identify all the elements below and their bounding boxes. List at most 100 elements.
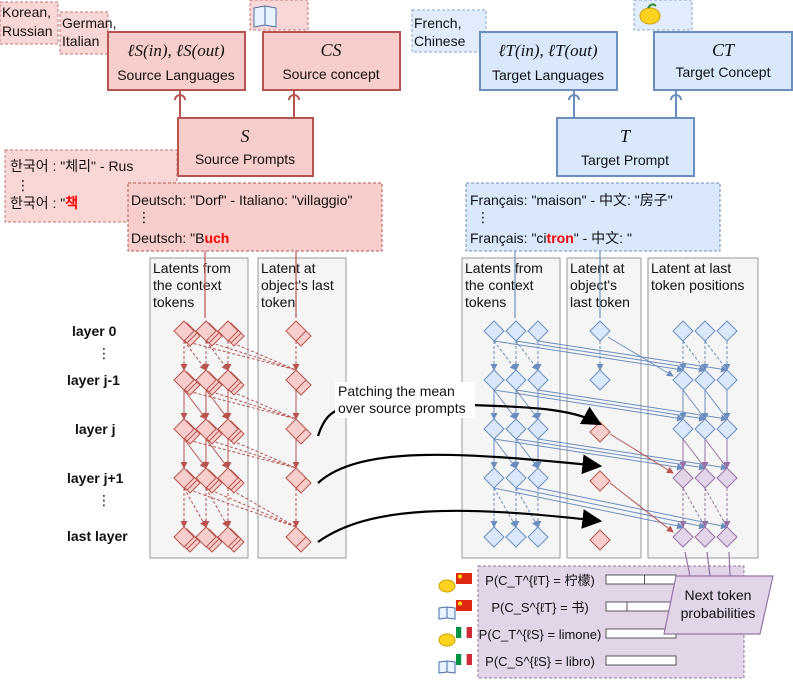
book-icon <box>438 660 456 674</box>
latent-node <box>217 320 239 342</box>
svg-text:Latent at: Latent at <box>261 260 316 276</box>
latent-node <box>505 369 527 391</box>
svg-text:Source Prompts: Source Prompts <box>195 151 295 167</box>
latent-edge <box>682 438 706 469</box>
svg-text:⋮: ⋮ <box>476 209 490 225</box>
target-language-note: French, Chinese <box>411 9 487 53</box>
output-latent-node <box>716 369 738 391</box>
svg-text:CT: CT <box>712 40 736 60</box>
latent-edge <box>704 487 728 528</box>
latent-edge <box>493 389 684 422</box>
german-prompt-panel: Deutsch: "Dorf" - Italiano: "villaggio" … <box>127 182 383 252</box>
output-latent-node <box>672 526 694 548</box>
output-latent-node <box>716 467 738 489</box>
probability-label: P(C_T^{ℓT} = 柠檬) <box>485 573 595 588</box>
latent-edge <box>183 340 297 371</box>
italy-flag-icon <box>456 654 472 665</box>
svg-text:ℓT(in), ℓT(out): ℓT(in), ℓT(out) <box>498 41 598 60</box>
latent-node <box>483 418 505 440</box>
svg-text:⋮: ⋮ <box>137 209 151 225</box>
latent-node <box>505 418 527 440</box>
latent-edge <box>493 487 684 530</box>
latent-edge <box>704 389 728 420</box>
latent-node <box>483 320 505 342</box>
svg-text:T: T <box>620 126 632 146</box>
latent-edge <box>515 389 539 420</box>
probability-bar <box>605 655 677 666</box>
svg-text:⋮: ⋮ <box>16 177 30 193</box>
svg-text:Chinese: Chinese <box>414 33 466 49</box>
svg-text:Deutsch: "Dorf" - Italiano: "v: Deutsch: "Dorf" - Italiano: "villaggio" <box>131 192 352 208</box>
output-latent-node <box>694 418 716 440</box>
patched-latent-node <box>589 421 611 443</box>
latent-node <box>173 369 195 391</box>
svg-text:Latent at last: Latent at last <box>651 260 731 276</box>
latent-edge <box>515 487 706 530</box>
svg-text:layer j+1: layer j+1 <box>67 470 124 486</box>
latent-edge <box>493 340 684 373</box>
svg-text:한국어 : "체리" - Rus: 한국어 : "체리" - Rus <box>10 158 133 174</box>
svg-text:object's last: object's last <box>261 277 334 293</box>
layer-labels: layer 0 ⋮ layer j-1 layer j layer j+1 ⋮ … <box>67 323 128 544</box>
svg-text:Français: "maison" - 中文: "房子": Français: "maison" - 中文: "房子" <box>470 192 673 208</box>
output-latent-node <box>672 369 694 391</box>
target-prompt-box: T Target Prompt <box>556 117 695 177</box>
svg-text:Patching the mean: Patching the mean <box>338 383 455 399</box>
svg-text:French,: French, <box>414 15 461 31</box>
probability-label: P(C_S^{ℓS} = libro) <box>485 654 595 669</box>
latent-edge <box>607 336 674 377</box>
latent-node-last-token <box>285 467 307 489</box>
latent-node <box>217 526 239 548</box>
latent-node <box>195 320 217 342</box>
svg-text:Source Languages: Source Languages <box>117 67 235 83</box>
output-latent-node <box>694 320 716 342</box>
book-icon <box>253 5 277 28</box>
svg-text:Target Languages: Target Languages <box>492 67 604 83</box>
latent-node <box>527 526 549 548</box>
svg-text:layer j: layer j <box>75 421 115 437</box>
book-icon <box>438 606 456 620</box>
output-latent-node <box>716 418 738 440</box>
probability-label: P(C_T^{ℓS} = limone) <box>479 627 602 642</box>
output-latent-node <box>716 526 738 548</box>
probability-bar <box>605 574 677 585</box>
svg-text:Latents from: Latents from <box>465 260 543 276</box>
lemon-icon <box>438 633 456 647</box>
latent-edge <box>227 389 297 420</box>
source-prompts-box: S Source Prompts <box>177 117 314 177</box>
latent-node <box>173 467 195 489</box>
latent-node <box>217 369 239 391</box>
svg-text:layer 0: layer 0 <box>72 323 117 339</box>
output-latent-node <box>694 369 716 391</box>
latent-node <box>505 320 527 342</box>
source-language-note: Korean, Russian German, Italian <box>0 1 116 55</box>
latent-node <box>173 320 195 342</box>
probability-label: P(C_S^{ℓT} = 书) <box>491 600 588 615</box>
svg-text:tokens: tokens <box>153 294 194 310</box>
latent-edge <box>183 487 207 528</box>
latent-node <box>527 320 549 342</box>
latent-edge <box>537 487 728 530</box>
output-latent-node <box>672 467 694 489</box>
latent-node <box>483 467 505 489</box>
latent-edge <box>609 482 674 533</box>
latent-node <box>195 418 217 440</box>
latent-edge <box>227 487 297 528</box>
latent-nodes <box>173 320 738 553</box>
svg-text:Français: "citron" - 中文: ": Français: "citron" - 中文: " <box>470 230 632 246</box>
latent-node <box>505 526 527 548</box>
svg-text:German,: German, <box>62 15 116 31</box>
latent-edge <box>682 340 706 371</box>
target-languages-box: ℓT(in), ℓT(out) Target Languages <box>479 31 618 91</box>
latent-node <box>195 467 217 489</box>
latent-node <box>173 418 195 440</box>
italy-flag-icon <box>456 627 472 638</box>
latent-edge <box>537 389 728 422</box>
latent-node <box>173 526 195 548</box>
latent-edge <box>704 340 728 371</box>
probability-bar <box>605 601 677 612</box>
svg-text:S: S <box>241 126 250 146</box>
latent-edge <box>183 438 297 469</box>
latent-node <box>505 467 527 489</box>
